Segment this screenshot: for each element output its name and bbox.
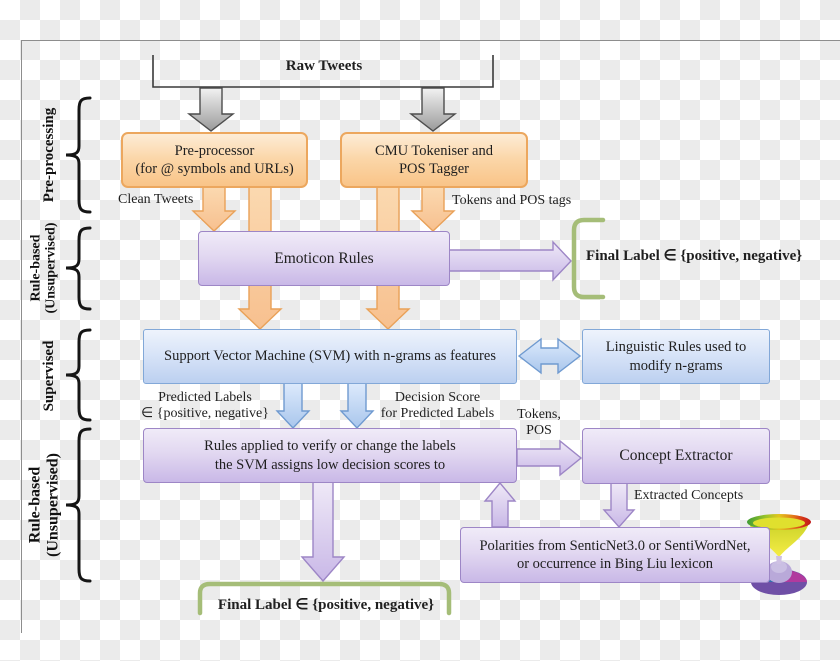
arrow-raw-to-tokeniser xyxy=(408,87,458,132)
arrow-svm-decision-score xyxy=(339,382,375,430)
arrow-svm-linguistic-bidirectional xyxy=(517,337,582,375)
stage-label-rule-based-top: Rule-based (Unsupervised) xyxy=(28,222,59,314)
edge-label-tokens-pos: Tokens, POS xyxy=(517,407,561,439)
final-label-bottom-bracket xyxy=(197,581,452,616)
edge-label-tokens-pos-tags: Tokens and POS tags xyxy=(452,193,572,208)
arrow-concept-to-polarities xyxy=(602,482,636,529)
stage-label-supervised: Supervised xyxy=(40,340,57,412)
arrow-emoticon-to-final-label xyxy=(447,240,572,282)
final-label-top: Final Label ∈ {positive, negative} xyxy=(586,248,803,264)
node-linguistic-rules: Linguistic Rules used to modify n-grams xyxy=(582,329,770,384)
arrow-preprocessor-to-emoticon xyxy=(191,186,237,232)
stage-label-rule-based-bottom: Rule-based (Unsupervised) xyxy=(26,452,61,558)
edge-label-decision-score: Decision Score for Predicted Labels xyxy=(380,390,495,422)
edge-label-extracted-concepts: Extracted Concepts xyxy=(634,488,744,503)
brace-supervised xyxy=(65,328,92,422)
arrow-raw-to-preprocessor xyxy=(186,87,236,132)
arrow-rules-to-final-label xyxy=(300,481,346,583)
node-rules-verify: Rules applied to verify or change the la… xyxy=(143,428,517,483)
node-svm: Support Vector Machine (SVM) with n-gram… xyxy=(143,329,517,384)
stage-label-pre-processing: Pre-processing xyxy=(40,107,57,203)
arrow-rules-to-concept-extractor xyxy=(516,439,583,477)
figure-border xyxy=(21,40,840,633)
node-cmu-tokeniser: CMU Tokeniser and POS Tagger xyxy=(340,132,528,188)
arrow-svm-predicted-labels xyxy=(275,382,311,430)
edge-label-clean-tweets: Clean Tweets xyxy=(118,192,194,207)
node-concept-extractor: Concept Extractor xyxy=(582,428,770,484)
node-pre-processor: Pre-processor (for @ symbols and URLs) xyxy=(121,132,308,188)
brace-rule-based-top xyxy=(65,226,92,311)
final-label-bottom: Final Label ∈ {positive, negative} xyxy=(217,597,435,613)
brace-rule-based-bottom xyxy=(65,427,92,583)
node-polarities: Polarities from SenticNet3.0 or SentiWor… xyxy=(460,527,770,583)
raw-tweets-bracket xyxy=(152,55,494,88)
final-label-top-bracket xyxy=(571,217,606,300)
node-emoticon-rules: Emoticon Rules xyxy=(198,231,450,286)
edge-label-predicted-labels: Predicted Labels ∈ {positive, negative} xyxy=(141,390,269,422)
arrow-polarities-to-rules xyxy=(483,481,517,528)
arrow-tokeniser-to-emoticon xyxy=(410,186,456,232)
brace-pre-processing xyxy=(65,96,92,214)
raw-tweets-label: Raw Tweets xyxy=(285,58,363,74)
senticnet-hourglass-logo xyxy=(747,514,811,595)
